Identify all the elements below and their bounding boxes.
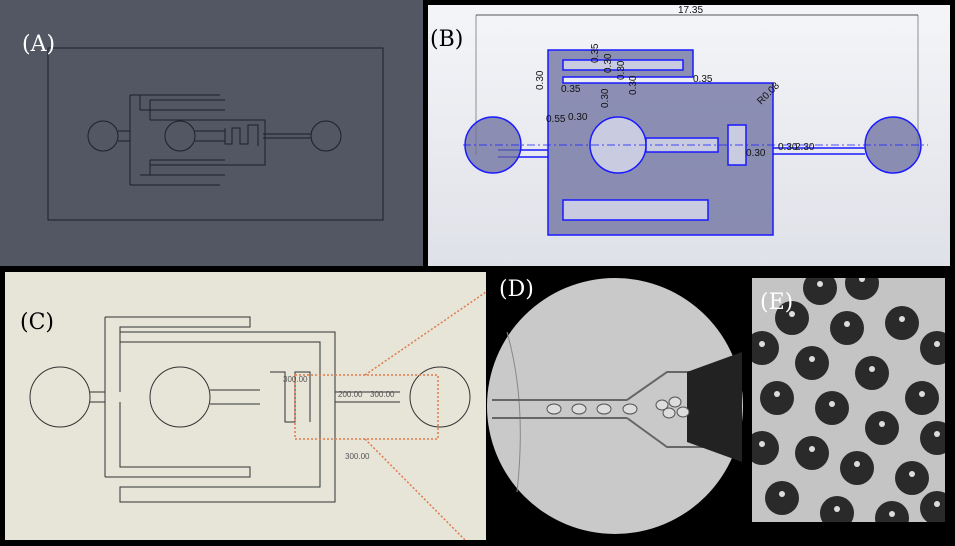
panel-c: 300.00 200.00 300.00 300.00 (C) [5, 272, 486, 540]
droplet [752, 331, 779, 365]
droplet [920, 331, 945, 365]
droplet-highlight [879, 421, 885, 427]
panel-e: (E) [752, 278, 945, 522]
droplet [795, 346, 829, 380]
droplet-highlight [889, 511, 895, 517]
droplet [865, 411, 899, 445]
droplet [775, 301, 809, 335]
droplet-highlight [844, 321, 850, 327]
panel-label: (D) [499, 277, 534, 302]
droplet [855, 356, 889, 390]
droplet-highlight [834, 506, 840, 512]
dim-label: 200.00 [338, 390, 363, 399]
droplet-highlight [779, 491, 785, 497]
dim-label: 0.35 [561, 84, 581, 95]
droplet-highlight [789, 311, 795, 317]
droplet-highlight [934, 431, 940, 437]
droplet-highlight [854, 461, 860, 467]
dim-label: 0.30 [746, 148, 766, 159]
droplet-highlight [774, 391, 780, 397]
chip-outline-drawing [47, 47, 384, 221]
droplet-highlight [759, 341, 765, 347]
mask-drawing: 300.00 200.00 300.00 300.00 [29, 291, 486, 540]
dim-label: 300.00 [283, 375, 308, 384]
dim-label: 0.30 [568, 112, 588, 123]
panel-a: (A) [0, 0, 423, 266]
droplet-highlight [934, 341, 940, 347]
droplet-highlight [759, 441, 765, 447]
dim-label: 0.30 [535, 70, 546, 90]
droplet-highlight [829, 401, 835, 407]
dim-label: 300.00 [370, 390, 395, 399]
droplet [920, 491, 945, 522]
cad-sketch: 17.35 0.30 0.35 0.30 0.30 0.35 0.30 0.35… [463, 5, 928, 236]
dim-label: 0.30 [616, 60, 627, 80]
droplet-highlight [859, 278, 865, 282]
droplet [795, 436, 829, 470]
dim-label: 0.30 [600, 88, 611, 108]
dim-label: 0.35 [590, 43, 601, 63]
panel-label: (E) [760, 290, 794, 315]
droplet-highlight [899, 316, 905, 322]
droplet-highlight [909, 471, 915, 477]
droplet [895, 461, 929, 495]
dim-label: 0.30 [628, 75, 639, 95]
droplet-highlight [869, 366, 875, 372]
droplet-highlight [919, 391, 925, 397]
panel-label: (B) [430, 27, 464, 52]
droplet [815, 391, 849, 425]
droplet [760, 381, 794, 415]
panel-label: (C) [20, 310, 54, 335]
droplet [830, 311, 864, 345]
droplet-highlight [809, 446, 815, 452]
dim-label: 2.30 [795, 142, 815, 153]
panel-label: (A) [22, 32, 56, 57]
droplet-highlight [817, 281, 823, 287]
droplet [920, 421, 945, 455]
droplet [885, 306, 919, 340]
droplet-array-micrograph [752, 278, 945, 522]
dim-label: 0.30 [778, 142, 798, 153]
droplet [840, 451, 874, 485]
panel-b: 17.35 0.30 0.35 0.30 0.30 0.35 0.30 0.35… [428, 5, 950, 266]
droplet [803, 278, 837, 305]
dim-overall: 17.35 [678, 5, 703, 16]
droplet [905, 381, 939, 415]
dim-label: 300.00 [345, 452, 370, 461]
droplet-highlight [809, 356, 815, 362]
droplet [845, 278, 879, 300]
droplet-generation-micrograph [487, 278, 743, 534]
dim-label: 0.35 [693, 74, 713, 85]
dim-label: 0.55 [546, 114, 566, 125]
droplet-highlight [934, 501, 940, 507]
dim-label: 0.30 [603, 53, 614, 73]
droplet [752, 431, 779, 465]
panel-d: (D) [487, 272, 745, 540]
droplet [765, 481, 799, 515]
